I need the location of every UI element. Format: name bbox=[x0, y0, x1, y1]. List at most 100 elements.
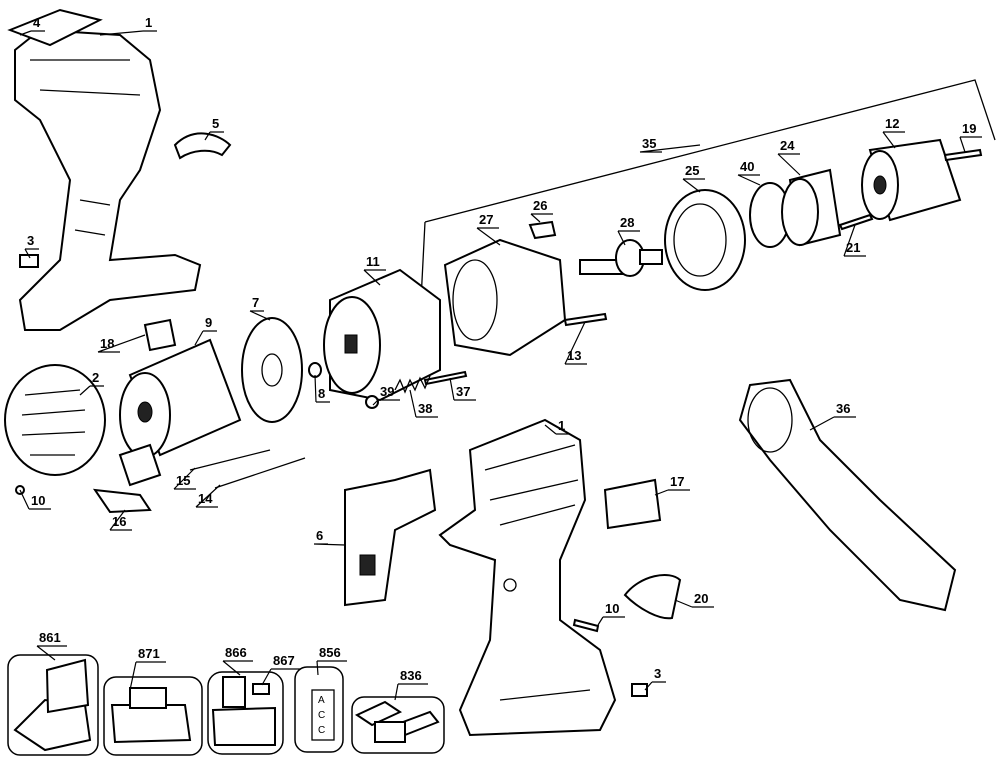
leader-line bbox=[24, 248, 39, 259]
callout-label: 14 bbox=[198, 491, 213, 506]
part-15-wire bbox=[189, 449, 271, 471]
part-13-pin bbox=[563, 312, 608, 327]
callout-label: 1 bbox=[145, 15, 152, 30]
part-7-plate bbox=[241, 317, 303, 423]
callout-label: 28 bbox=[620, 215, 634, 230]
acc-letter: C bbox=[318, 710, 325, 721]
leader-line bbox=[36, 645, 67, 661]
part-24-gear-case bbox=[781, 168, 842, 247]
accessory-856-bag: A C C bbox=[294, 666, 344, 753]
callout-label: 4 bbox=[33, 15, 41, 30]
leader-line bbox=[449, 377, 476, 401]
leader-line bbox=[644, 681, 666, 691]
accessory-871-charger bbox=[103, 676, 203, 756]
callout-label: 39 bbox=[380, 384, 394, 399]
accessory-866-battery bbox=[207, 671, 284, 755]
part-19-screw bbox=[943, 148, 983, 162]
callout-label: 26 bbox=[533, 198, 547, 213]
part-21-screw bbox=[838, 213, 874, 231]
leader-line bbox=[882, 131, 905, 149]
leader-line bbox=[99, 30, 157, 36]
callout-label: 35 bbox=[642, 136, 656, 151]
part-37-pin bbox=[423, 370, 468, 386]
leader-line bbox=[372, 399, 400, 406]
leader-line bbox=[313, 543, 346, 546]
callout-label: 1 bbox=[558, 418, 565, 433]
part-9-motor bbox=[119, 338, 242, 458]
leader-line bbox=[195, 484, 221, 508]
leader-line bbox=[79, 385, 104, 396]
leader-line bbox=[617, 230, 640, 246]
callout-label: 866 bbox=[225, 645, 247, 660]
leader-line bbox=[261, 668, 301, 686]
part-10-screw-right bbox=[572, 618, 600, 633]
callout-label: 20 bbox=[694, 591, 708, 606]
leader-line bbox=[109, 509, 132, 531]
leader-line bbox=[363, 269, 386, 286]
callout-label: 38 bbox=[418, 401, 432, 416]
part-20-cover bbox=[623, 574, 682, 620]
leader-line bbox=[809, 416, 856, 431]
part-25-collar bbox=[664, 189, 746, 291]
leader-line bbox=[544, 424, 570, 435]
callout-label: 871 bbox=[138, 646, 160, 661]
leader-line bbox=[194, 330, 217, 346]
callout-label: 16 bbox=[112, 514, 126, 529]
leader-line bbox=[682, 178, 705, 193]
callout-label: 3 bbox=[27, 233, 34, 248]
leader-line bbox=[597, 616, 625, 626]
callout-label: 15 bbox=[176, 473, 190, 488]
leader-line bbox=[97, 334, 146, 353]
callout-label: 9 bbox=[205, 315, 212, 330]
leader-line bbox=[173, 467, 196, 490]
callout-label: 24 bbox=[780, 138, 795, 153]
callout-label: 3 bbox=[654, 666, 661, 681]
housing-half-left bbox=[7, 8, 202, 331]
callout-label: 6 bbox=[316, 528, 323, 543]
leader-line bbox=[777, 153, 801, 176]
part-11-gearbox bbox=[323, 268, 441, 402]
leader-line bbox=[316, 660, 347, 676]
part-27-clutch-housing bbox=[443, 238, 567, 357]
callout-label: 856 bbox=[319, 645, 341, 660]
part-8-bearing bbox=[308, 362, 322, 378]
callout-label: 13 bbox=[567, 348, 581, 363]
callout-label: 8 bbox=[318, 386, 325, 401]
leader-line bbox=[19, 489, 51, 510]
part-3-clip-right bbox=[631, 683, 648, 697]
callout-label: 40 bbox=[740, 159, 754, 174]
leader-line bbox=[654, 489, 690, 496]
callout-label: 7 bbox=[252, 295, 259, 310]
callout-label: 36 bbox=[836, 401, 850, 416]
callout-label: 2 bbox=[92, 370, 99, 385]
part-12-chuck bbox=[861, 138, 962, 222]
leader-line bbox=[959, 136, 982, 153]
acc-letter: C bbox=[318, 725, 325, 736]
acc-letter: A bbox=[318, 695, 325, 706]
leader-line bbox=[476, 227, 501, 246]
callout-label: 11 bbox=[366, 254, 380, 269]
leader-line bbox=[249, 310, 271, 321]
part-14-wire bbox=[214, 457, 306, 489]
leader-line bbox=[222, 660, 253, 676]
part-5-latch bbox=[173, 132, 232, 160]
callout-label: 21 bbox=[846, 240, 860, 255]
leader-line bbox=[129, 661, 166, 691]
part-16-bracket bbox=[92, 488, 152, 514]
part-6-switch bbox=[344, 468, 437, 607]
leader-line bbox=[19, 30, 45, 36]
leader-line bbox=[737, 174, 761, 186]
callout-label: 10 bbox=[605, 601, 619, 616]
leader-line bbox=[314, 374, 330, 403]
leader-line bbox=[409, 389, 438, 418]
callout-label: 37 bbox=[456, 384, 470, 399]
leader-line bbox=[204, 131, 224, 141]
part-2-end-cap bbox=[4, 364, 106, 476]
callout-label: 25 bbox=[685, 163, 699, 178]
part-17-label bbox=[603, 478, 662, 530]
accessory-836-tray bbox=[351, 696, 445, 754]
callout-label: 5 bbox=[212, 116, 219, 131]
